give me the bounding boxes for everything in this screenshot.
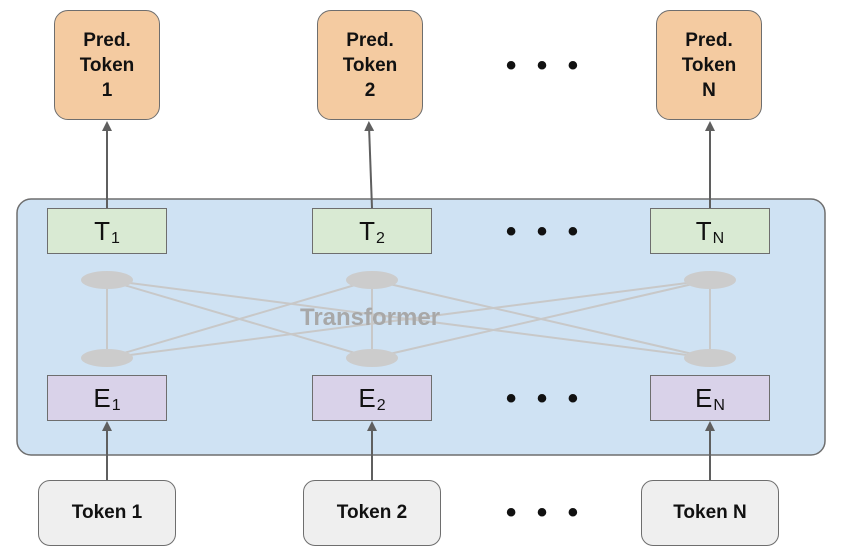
ellipsis-embeddings: • • • xyxy=(505,382,585,415)
pred-token-1: Pred. Token 1 xyxy=(54,10,160,120)
embedding-symbol: E xyxy=(93,382,111,413)
arrow-up xyxy=(364,121,375,209)
upper-node xyxy=(684,271,736,289)
ellipsis-inputs: • • • xyxy=(505,496,585,529)
lower-node xyxy=(684,349,736,367)
embedding-subscript: 1 xyxy=(111,397,121,414)
pred-token-label: Pred. xyxy=(83,29,131,51)
pred-token-index: 2 xyxy=(364,79,376,101)
pred-token-label: Pred. xyxy=(346,29,394,51)
input-token-2: Token 2 xyxy=(303,480,441,546)
embedding-symbol: E xyxy=(695,382,713,413)
output-subscript: 2 xyxy=(375,230,385,247)
pred-token-2: Pred. Token 2 xyxy=(317,10,423,120)
output-symbol: T xyxy=(359,215,375,246)
pred-token-index: N xyxy=(702,79,716,101)
lower-node xyxy=(346,349,398,367)
pred-token-label: Token xyxy=(342,54,398,76)
transformer-label: Transformer xyxy=(300,304,441,331)
embedding-symbol: E xyxy=(358,382,376,413)
embedding-subscript: N xyxy=(713,397,725,414)
attention-connections xyxy=(106,279,711,359)
transformer-block xyxy=(16,198,826,456)
output-symbol: T xyxy=(695,215,712,246)
embedding-subscript: 2 xyxy=(376,397,386,414)
output-arrows xyxy=(102,121,715,209)
pred-token-label: Pred. xyxy=(685,29,733,51)
output-subscript: N xyxy=(712,230,725,247)
input-arrows xyxy=(102,421,715,480)
input-token-n: Token N xyxy=(641,480,779,546)
ellipsis-pred: • • • xyxy=(505,49,585,82)
pred-token-index: 1 xyxy=(101,79,113,101)
output-symbol: T xyxy=(94,215,110,246)
input-token-1: Token 1 xyxy=(38,480,176,546)
output-subscript: 1 xyxy=(110,230,120,247)
pred-token-n: Pred. Token N xyxy=(656,10,762,120)
upper-node xyxy=(81,271,133,289)
upper-node xyxy=(346,271,398,289)
pred-token-label: Token xyxy=(681,54,737,76)
pred-token-label: Token xyxy=(79,54,135,76)
attention-nodes xyxy=(81,271,736,367)
ellipsis-outputs: • • • xyxy=(505,215,585,248)
lower-node xyxy=(81,349,133,367)
